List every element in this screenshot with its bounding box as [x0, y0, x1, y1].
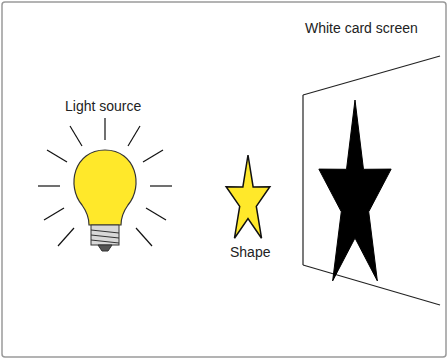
shape-label: Shape — [230, 244, 270, 261]
bulb-glass — [74, 150, 136, 225]
light-source-label: Light source — [65, 98, 141, 115]
card-screen — [303, 56, 440, 305]
screen-label: White card screen — [305, 20, 418, 37]
light-rays — [38, 118, 172, 246]
star-shape — [226, 155, 270, 238]
star-shadow — [319, 100, 391, 281]
bulb-base — [91, 225, 119, 251]
